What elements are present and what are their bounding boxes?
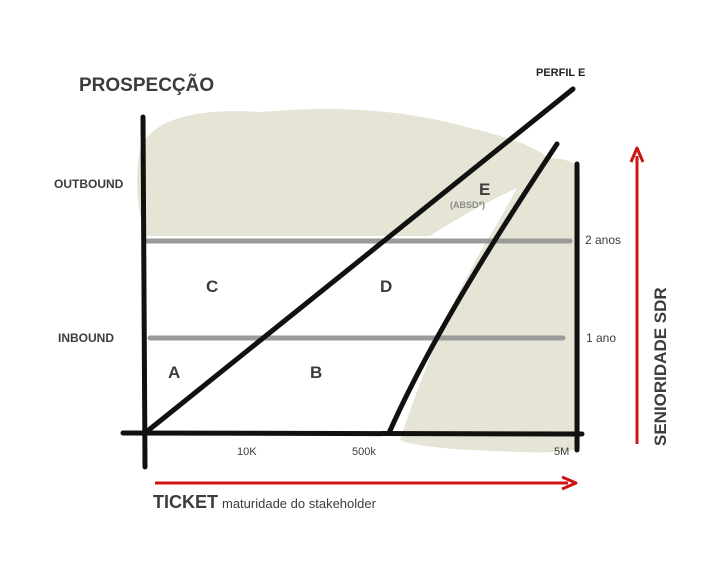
y-axis-title: SENIORIDADE SDR: [651, 287, 670, 446]
high-ticket-shade-area: [400, 236, 580, 453]
x-axis-title: TICKET: [153, 492, 218, 512]
x-tick-10k: 10K: [237, 446, 257, 458]
x-tick-5m: 5M: [554, 446, 569, 458]
x-tick-500k: 500k: [352, 446, 376, 458]
ticket-arrow-head: [561, 475, 578, 491]
zone-e-note: (ABSD*): [450, 200, 485, 210]
inbound-label: INBOUND: [58, 331, 114, 345]
seniority-tick-1-ano: 1 ano: [586, 331, 616, 345]
e-zone-boundary-line: [386, 141, 560, 436]
zone-a-label: A: [168, 363, 180, 382]
y-axis-line: [140, 114, 148, 470]
outbound-label: OUTBOUND: [54, 177, 124, 191]
zone-c-label: C: [206, 277, 218, 296]
zone-e-label: E: [479, 180, 490, 199]
outbound-shade-area: [137, 109, 548, 236]
perfil-diagonal-line: [142, 86, 576, 436]
seniority-arrow-head: [629, 146, 645, 163]
zone-d-label: D: [380, 277, 392, 296]
x-axis-line: [120, 430, 585, 437]
zone-b-label: B: [310, 363, 322, 382]
seniority-tick-2-anos: 2 anos: [585, 233, 621, 247]
x-axis-subtitle: maturidade do stakeholder: [222, 496, 377, 511]
perfil-e-label: PERFIL E: [536, 67, 585, 79]
prospection-title: PROSPECÇÃO: [79, 74, 214, 96]
